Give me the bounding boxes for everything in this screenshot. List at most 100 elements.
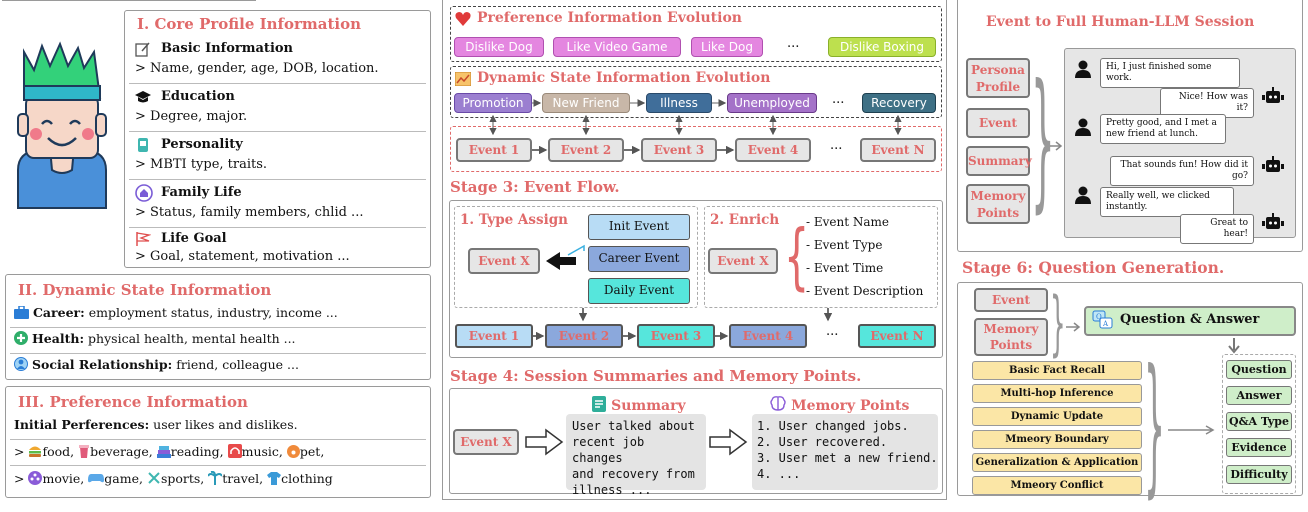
memory-input: Memory Points: [966, 184, 1030, 224]
basic-info-label: Basic Information: [161, 41, 293, 56]
summary-input: Summary: [966, 146, 1032, 176]
stage5-title: Event to Full Human-LLM Session: [986, 14, 1255, 30]
divider: [129, 179, 426, 180]
life-goal-desc: > Goal, statement, motivation ...: [135, 249, 350, 264]
qa-field: Question: [1226, 360, 1292, 379]
health-label: Health:: [31, 331, 85, 346]
education-item: Education > Degree, major.: [133, 87, 423, 129]
pet-icon: [286, 444, 300, 461]
enrich-box: [704, 206, 938, 308]
stage6-title: Stage 6: Question Generation.: [962, 258, 1225, 277]
pet-label: pet,: [299, 444, 325, 459]
chat-bubble: Really well, we clicked instantly.: [1100, 187, 1234, 217]
cup-icon: [135, 137, 151, 157]
education-desc: > Degree, major.: [135, 109, 248, 124]
robot-icon: [1262, 156, 1284, 178]
stage6-memory: Memory Points: [974, 318, 1048, 356]
initial-preferences-label: Initial Perferences:: [14, 417, 150, 432]
stage6-frame: [957, 282, 1303, 496]
event-box: Event 3: [641, 138, 717, 162]
event-box: Event 1: [456, 138, 532, 162]
enrich-item: - Event Description: [806, 284, 924, 298]
question-type: Mmeory Boundary: [972, 430, 1142, 449]
health-row: Health: physical health, mental health .…: [14, 331, 424, 351]
home-icon: [135, 184, 153, 206]
event-box: Event 2: [548, 138, 624, 162]
pref-chip: Dislike Dog: [454, 37, 544, 57]
flow-event-box: Event 4: [729, 324, 807, 348]
graduation-cap-icon: [135, 89, 151, 109]
dyn-ellipsis: ...: [832, 92, 845, 107]
user-icon: [1074, 186, 1092, 208]
dyn-chip: New Friend: [542, 93, 630, 113]
qa-box: [1084, 306, 1296, 336]
summary-line: User talked about: [572, 419, 695, 433]
briefcase-icon: [14, 304, 29, 322]
question-type: Mmeory Conflict: [972, 476, 1142, 495]
personality-item: Personality > MBTI type, traits.: [133, 135, 423, 177]
qa-field: Q&A Type: [1226, 412, 1292, 431]
dynamic-evolution-box: Dynamic State Information Evolution: [450, 66, 942, 118]
shirt-icon: [267, 471, 282, 488]
flow-event-box: Event 3: [637, 324, 715, 348]
food-icon: [28, 445, 42, 461]
stage4-frame: [449, 388, 943, 494]
music-label: music,: [241, 444, 283, 459]
stage4-title: Stage 4: Session Summaries and Memory Po…: [450, 367, 862, 385]
memory-line: 2. User recovered.: [757, 435, 888, 449]
clothing-label: clothing: [281, 471, 333, 486]
life-goal-item: Life Goal > Goal, statement, motivation …: [133, 229, 423, 269]
flow-ellipsis: ...: [826, 324, 839, 339]
flow-event-box: Event N: [858, 324, 936, 348]
event-x-box: Event X: [708, 248, 778, 274]
type-event-box: Init Event: [588, 214, 690, 240]
basic-info-desc: > Name, gender, age, DOB, location.: [135, 61, 379, 76]
career-label: Career:: [32, 305, 85, 320]
dynamic-evolution-title: Dynamic State Information Evolution: [477, 70, 771, 86]
preference-row-1: > food, beverage, reading, music, pet,: [14, 444, 324, 461]
health-desc: physical health, mental health ...: [84, 331, 296, 346]
headphones-icon: [227, 444, 242, 461]
family-life-label: Family Life: [161, 185, 242, 200]
divider: [129, 83, 426, 84]
summary-heading: Summary: [592, 395, 686, 416]
left-top-border: [2, 0, 256, 2]
dynamic-state-panel: II. Dynamic State Information Career: em…: [5, 274, 431, 380]
travel-label: travel,: [222, 471, 264, 486]
dyn-chip: Recovery: [862, 93, 936, 113]
career-desc: employment status, industry, income ...: [84, 305, 338, 320]
education-label: Education: [161, 89, 235, 104]
question-type: Multi-hop Inference: [972, 384, 1142, 403]
reading-label: reading,: [170, 444, 224, 459]
arrow-icon: [1168, 420, 1220, 439]
type-assign-title: 1. Type Assign: [460, 212, 568, 228]
beverage-label: beverage,: [90, 444, 153, 459]
movie-label: movie,: [42, 471, 85, 486]
event-input: Event: [966, 108, 1030, 138]
robot-icon: [1262, 87, 1284, 109]
dyn-chip: Unemployed: [727, 93, 817, 113]
event-x-box: Event X: [453, 429, 519, 455]
question-type: Dynamic Update: [972, 407, 1142, 426]
chat-bubble: That sounds fun! How did it go?: [1110, 156, 1254, 186]
preference-row-2: > movie, game, sports, travel, clothing: [14, 470, 333, 488]
summary-line: recent job changes: [572, 435, 645, 465]
memory-line: 3. User met a new friend.: [757, 451, 938, 465]
qa-field: Difficulty: [1226, 465, 1292, 484]
avatar: [14, 40, 110, 210]
gamepad-icon: [88, 472, 105, 487]
brace-icon: }: [1144, 338, 1165, 512]
type-assign-box: [454, 206, 698, 308]
flag-icon: [135, 231, 152, 251]
pref-chip: Dislike Boxing: [828, 37, 936, 57]
pref-chip: Like Video Game: [553, 37, 681, 57]
edit-icon: [135, 41, 151, 61]
enrich-item: - Event Type: [806, 238, 883, 252]
type-event-box: Career Event: [588, 246, 690, 272]
health-icon: [14, 331, 28, 348]
enrich-brace: {: [784, 214, 810, 298]
svg-text:Q: Q: [1096, 313, 1102, 321]
people-icon: [14, 357, 28, 374]
stage3-title: Stage 3: Event Flow.: [450, 178, 620, 196]
